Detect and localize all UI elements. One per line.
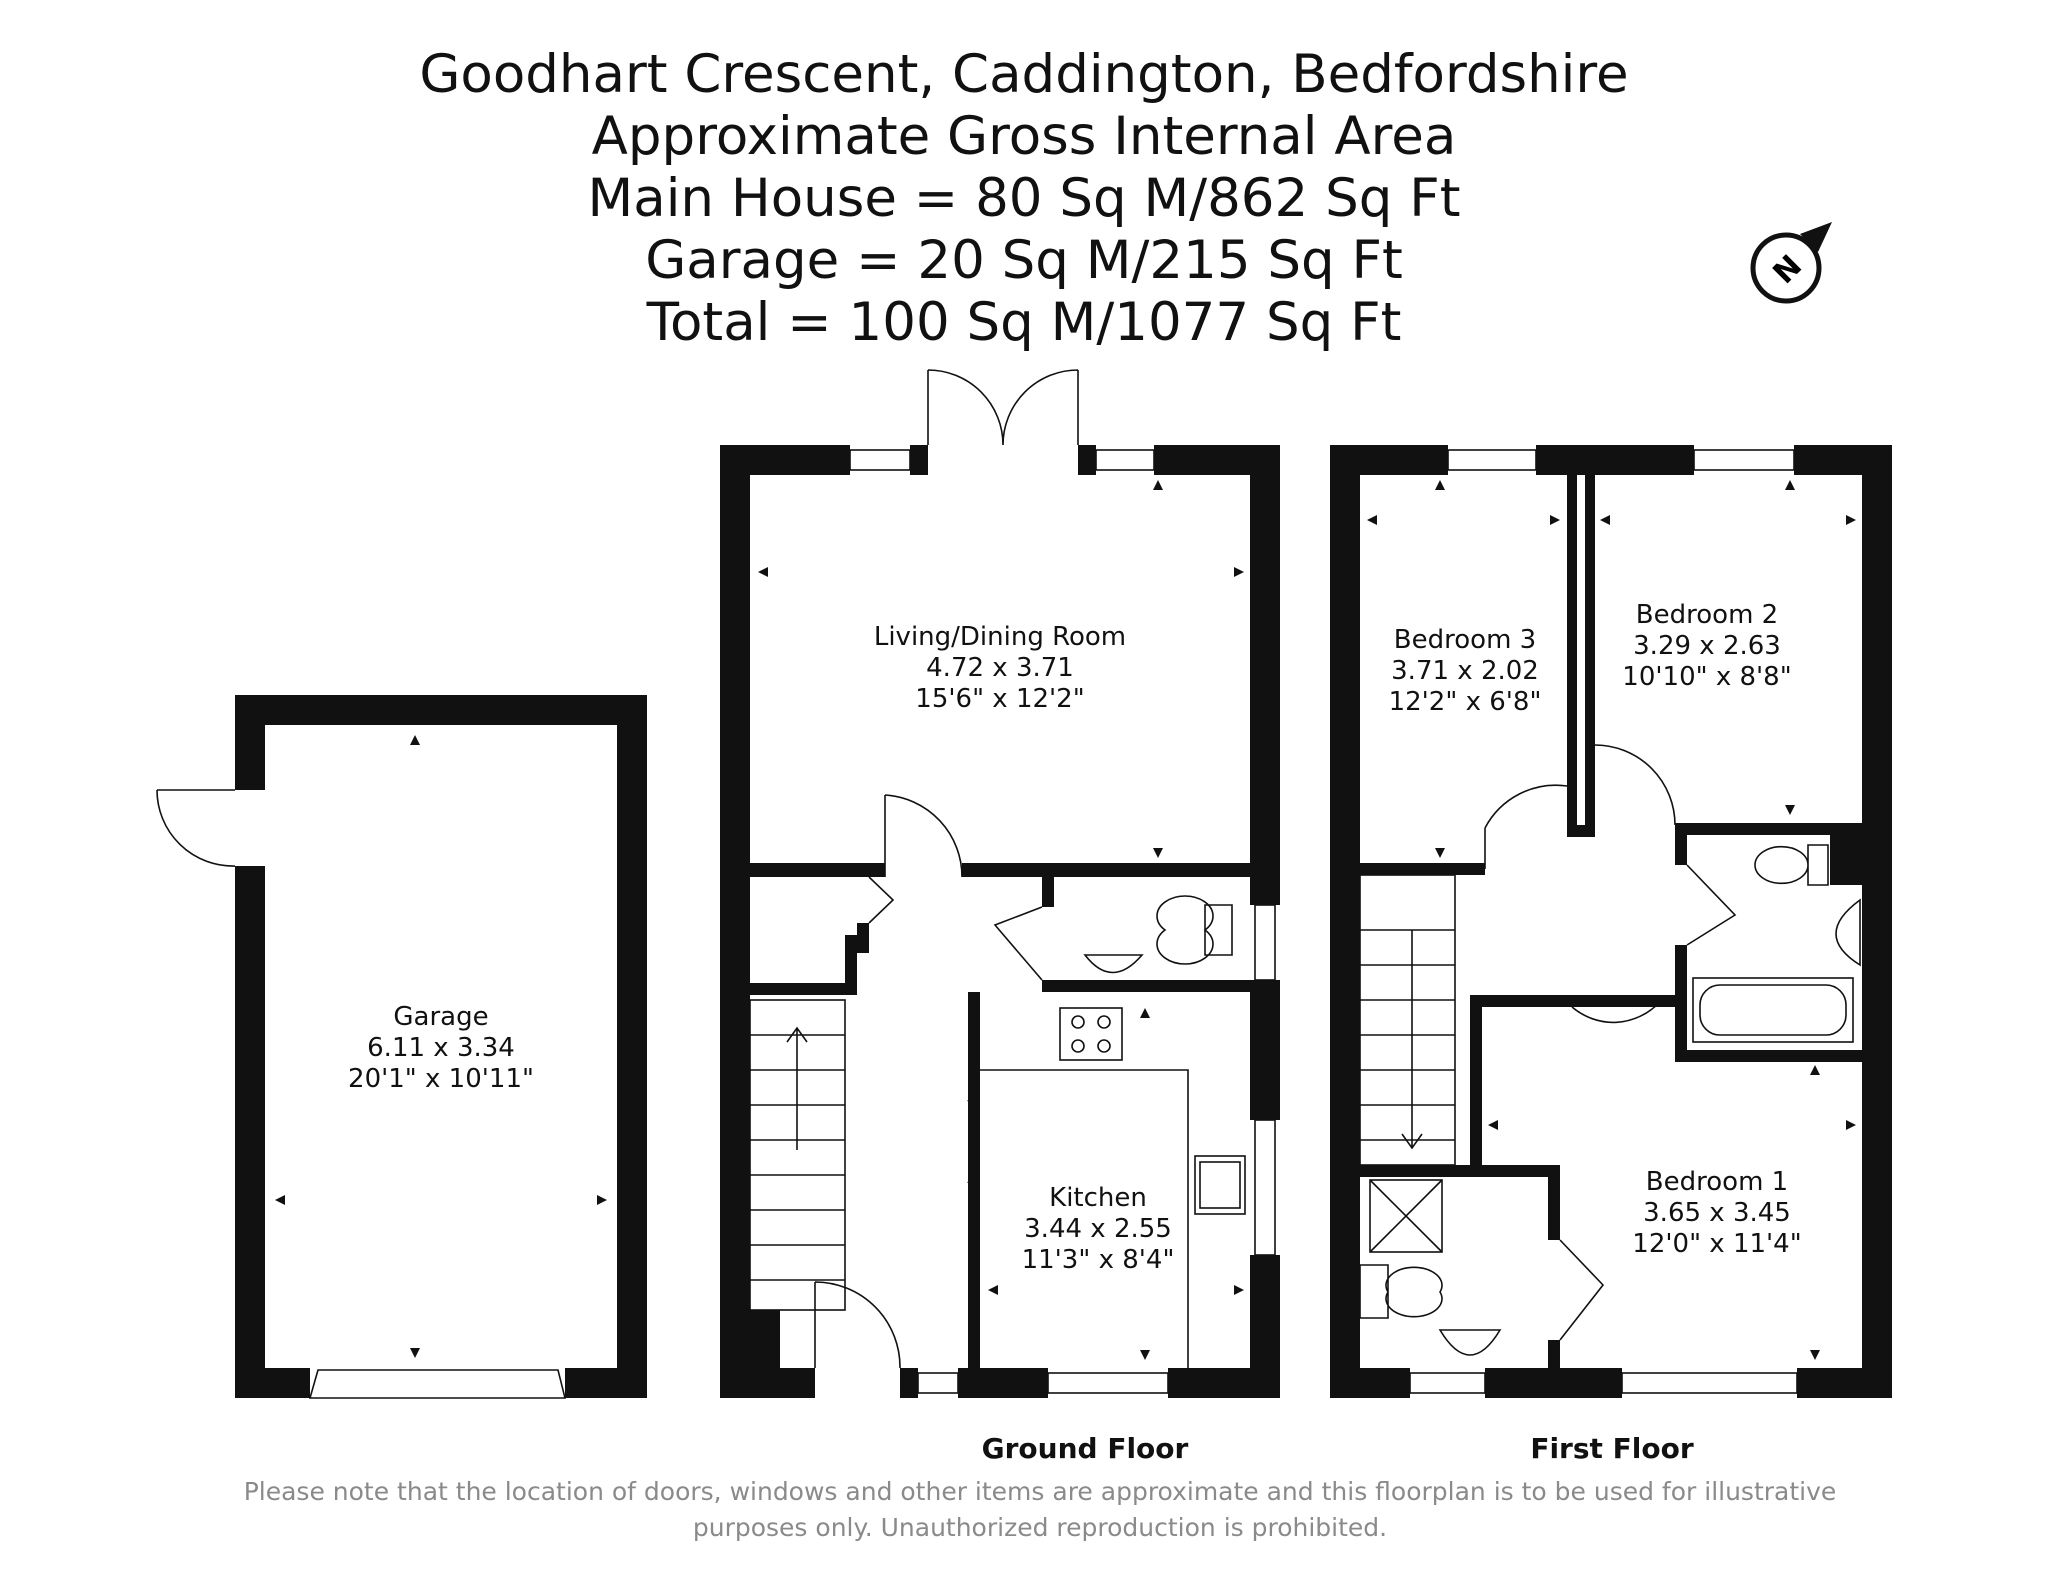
ground-stairs: [749, 999, 846, 1311]
bedroom2-label: Bedroom 2 3.29 x 2.63 10'10" x 8'8": [1622, 600, 1791, 692]
kitchen-label: Kitchen 3.44 x 2.55 11'3" x 8'4": [1022, 1183, 1175, 1275]
living-name: Living/Dining Room: [874, 622, 1126, 652]
bedroom2-name: Bedroom 2: [1636, 600, 1778, 630]
bedroom3-name: Bedroom 3: [1394, 625, 1536, 655]
kitchen-name: Kitchen: [1049, 1183, 1147, 1213]
first-floor-structure: [1330, 445, 1892, 1398]
bedroom3-label: Bedroom 3 3.71 x 2.02 12'2" x 6'8": [1389, 625, 1542, 717]
bedroom3-metric: 3.71 x 2.02: [1391, 656, 1539, 686]
disclaimer-line-2: purposes only. Unauthorized reproduction…: [692, 1513, 1388, 1542]
bedroom1-metric: 3.65 x 3.45: [1643, 1198, 1791, 1228]
address-title: Goodhart Crescent, Caddington, Bedfordsh…: [419, 44, 1629, 105]
garage-metric: 6.11 x 3.34: [367, 1033, 515, 1063]
dimension-markers: [275, 480, 1856, 1360]
garage-area: Garage = 20 Sq M/215 Sq Ft: [645, 230, 1403, 291]
ground-floor-label: Ground Floor: [982, 1432, 1189, 1465]
garage-imperial: 20'1" x 10'11": [348, 1064, 534, 1094]
disclaimer-line-1: Please note that the location of doors, …: [243, 1477, 1837, 1506]
living-metric: 4.72 x 3.71: [926, 653, 1074, 683]
bedroom3-imperial: 12'2" x 6'8": [1389, 687, 1542, 717]
plan-header: Goodhart Crescent, Caddington, Bedfordsh…: [0, 44, 2048, 354]
living-imperial: 15'6" x 12'2": [915, 684, 1084, 714]
bedroom2-imperial: 10'10" x 8'8": [1622, 662, 1791, 692]
garage-label: Garage 6.11 x 3.34 20'1" x 10'11": [348, 1002, 534, 1094]
main-house-area: Main House = 80 Sq M/862 Sq Ft: [587, 168, 1461, 229]
compass-icon: N: [1750, 222, 1832, 304]
first-stairs: [1359, 874, 1456, 1166]
compass-letter: N: [1767, 249, 1810, 292]
bedroom1-name: Bedroom 1: [1646, 1167, 1788, 1197]
bedroom2-metric: 3.29 x 2.63: [1633, 631, 1781, 661]
garage-structure: [156, 695, 647, 1399]
total-area: Total = 100 Sq M/1077 Sq Ft: [646, 292, 1402, 353]
ground-floor-structure: [720, 369, 1280, 1398]
first-floor-label: First Floor: [1530, 1432, 1694, 1465]
kitchen-metric: 3.44 x 2.55: [1024, 1214, 1172, 1244]
garage-name: Garage: [393, 1002, 488, 1032]
bedroom1-imperial: 12'0" x 11'4": [1632, 1229, 1801, 1259]
area-subtitle: Approximate Gross Internal Area: [591, 106, 1457, 167]
bedroom1-label: Bedroom 1 3.65 x 3.45 12'0" x 11'4": [1632, 1167, 1801, 1259]
kitchen-imperial: 11'3" x 8'4": [1022, 1245, 1175, 1275]
living-label: Living/Dining Room 4.72 x 3.71 15'6" x 1…: [874, 622, 1126, 714]
disclaimer: Please note that the location of doors, …: [220, 1474, 1860, 1546]
